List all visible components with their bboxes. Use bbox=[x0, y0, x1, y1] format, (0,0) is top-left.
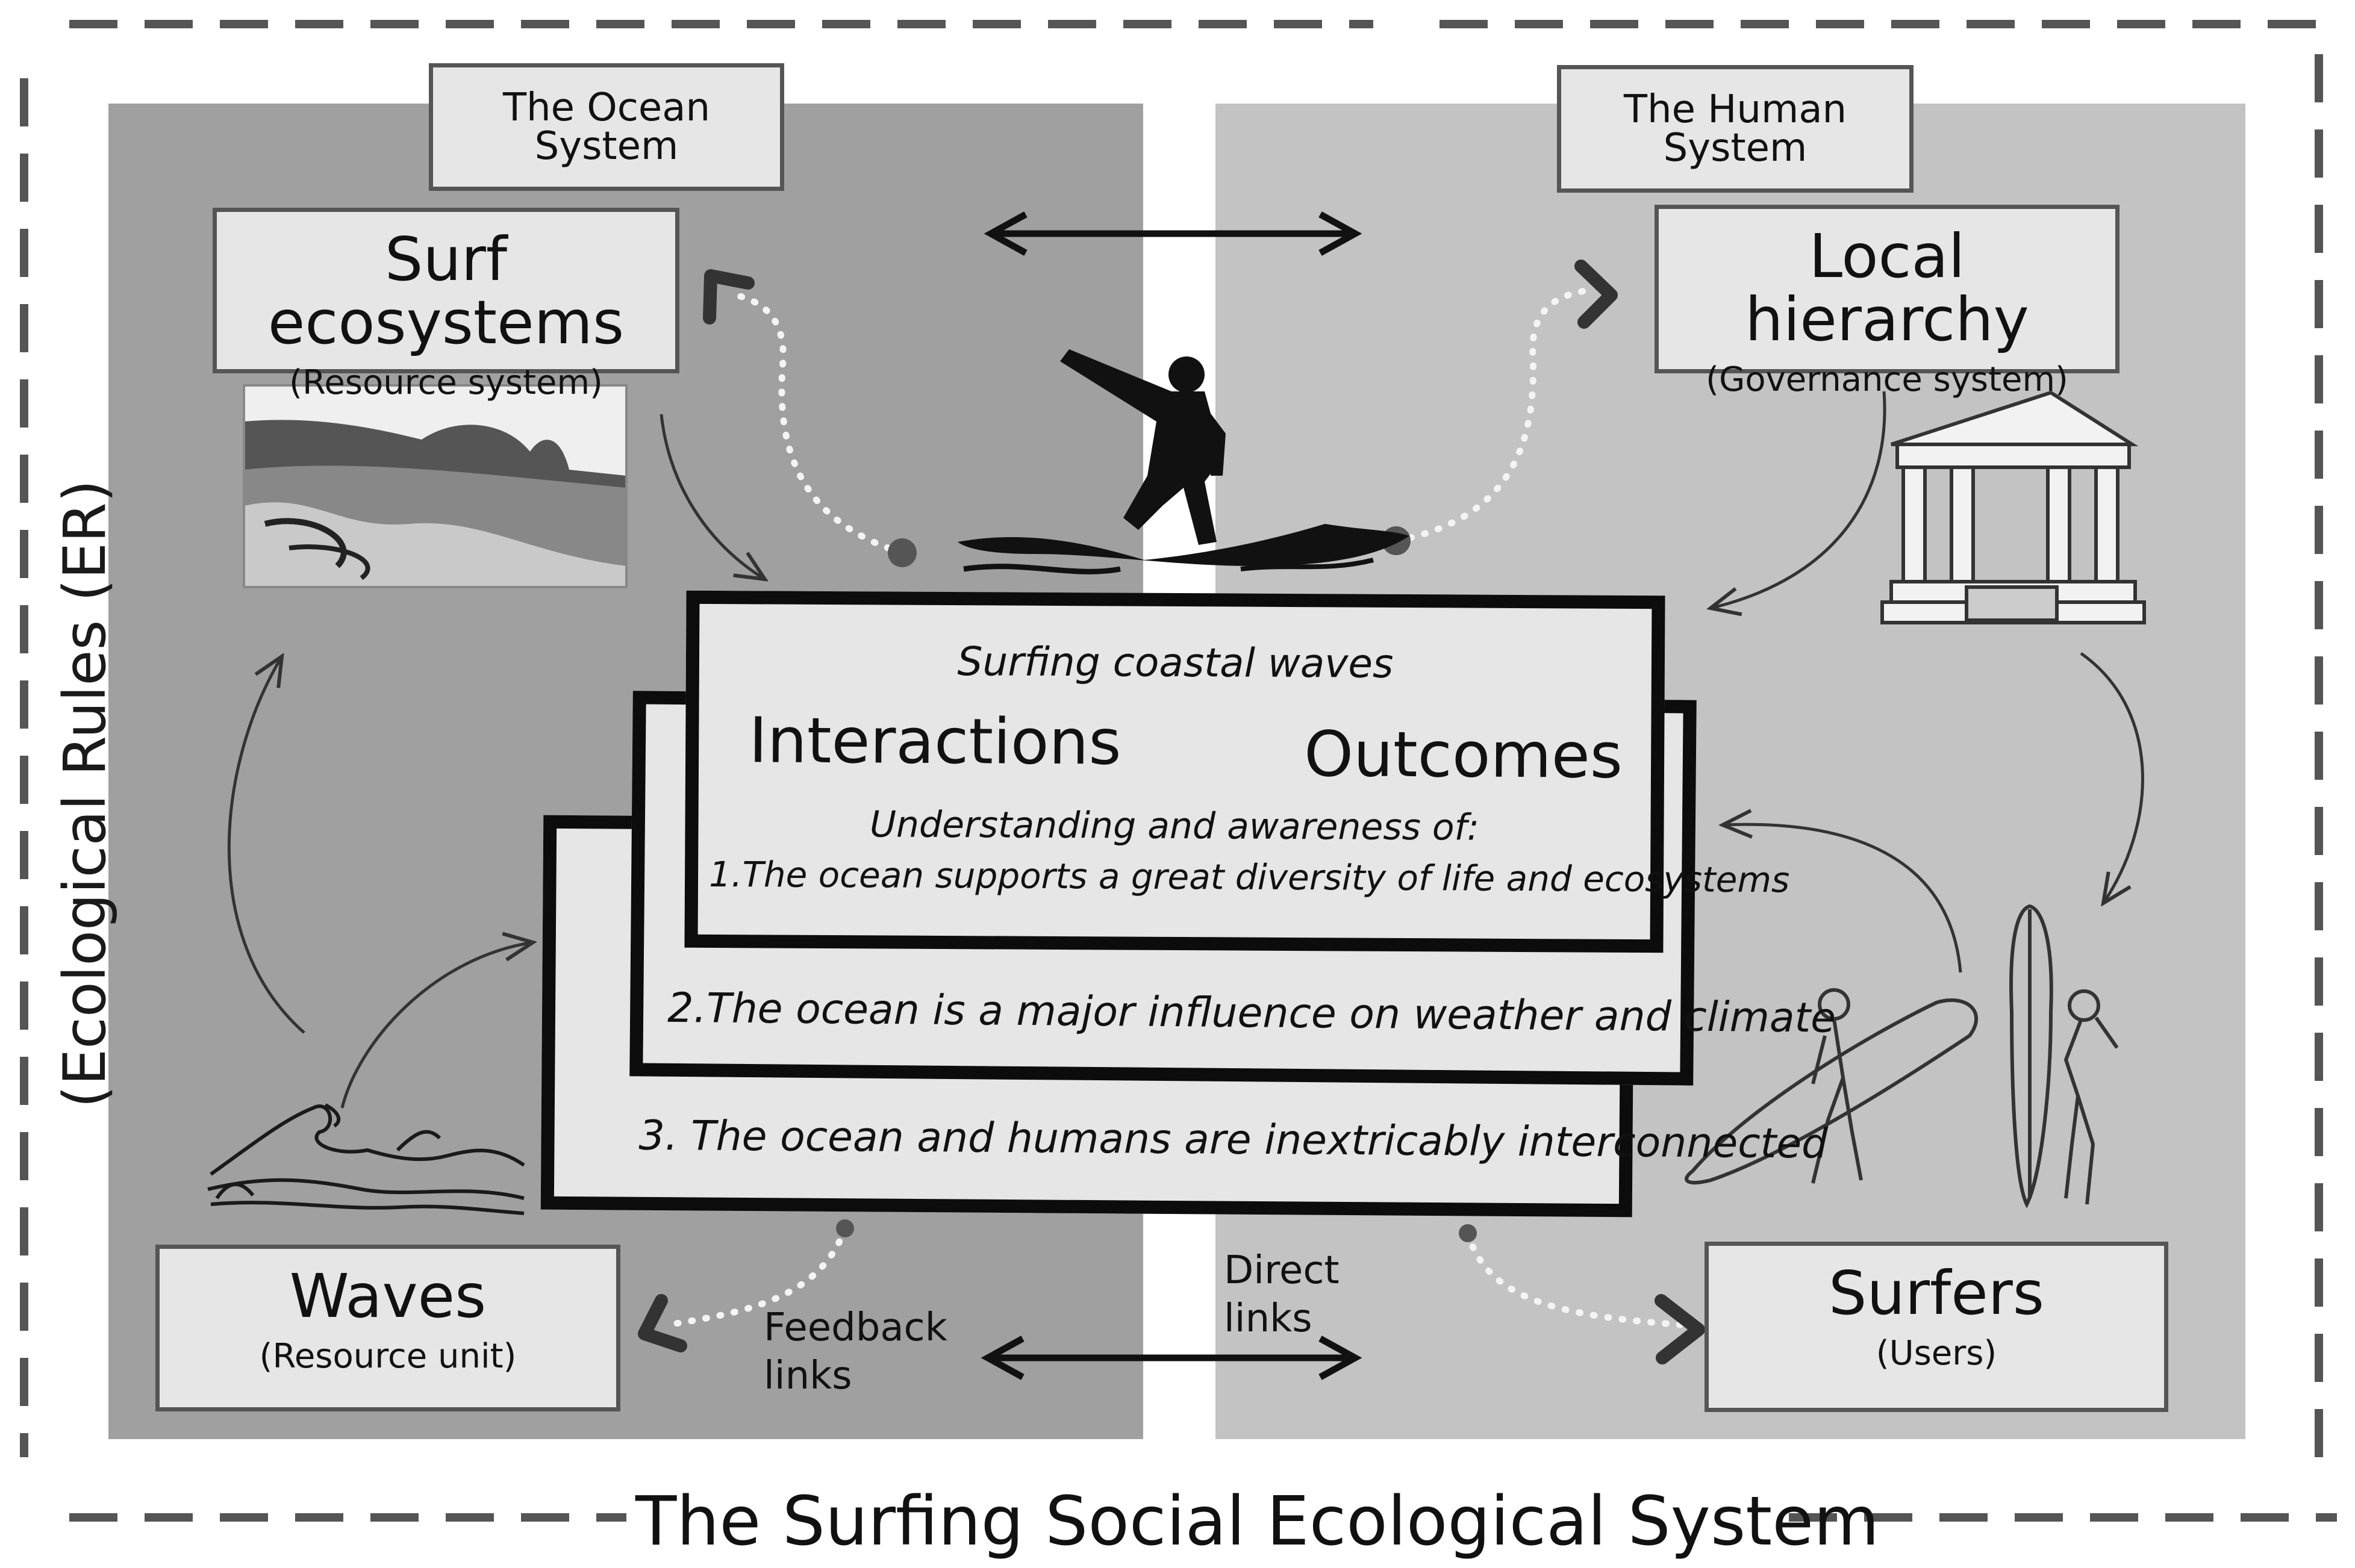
surfers-title: Surfers bbox=[1829, 1258, 2044, 1328]
ecological-rules-label: (Ecological Rules (ER) bbox=[51, 479, 119, 1108]
human-system-label: The Human System bbox=[1557, 65, 1914, 193]
coastline-photo-icon bbox=[243, 384, 628, 588]
feedback-links-line-1: Feedback bbox=[764, 1305, 947, 1350]
waves-subtitle: (Resource unit) bbox=[259, 1337, 517, 1376]
principle-1-text: 1.The ocean supports a great diversity o… bbox=[708, 853, 1790, 901]
interactions-label: Interactions bbox=[748, 703, 1121, 779]
waves-box: Waves (Resource unit) bbox=[155, 1245, 620, 1411]
diagram-title: The Surfing Social Ecological System bbox=[635, 1482, 1880, 1561]
ocean-waves-icon bbox=[207, 1103, 525, 1215]
direct-links-line-1: Direct bbox=[1224, 1248, 1340, 1293]
dotted-feedback-links bbox=[665, 287, 1684, 1328]
outer-dashed-frame bbox=[20, 20, 2337, 1522]
feedback-links-label: Feedback links bbox=[764, 1304, 947, 1400]
surfers-box: Surfers (Users) bbox=[1705, 1242, 2168, 1412]
principle-2-text: 2.The ocean is a major influence on weat… bbox=[667, 984, 1836, 1042]
principle-3-text: 3. The ocean and humans are inextricably… bbox=[638, 1112, 1828, 1168]
surfers-with-boards-icon bbox=[1685, 904, 2119, 1209]
government-building-icon bbox=[1880, 390, 2146, 624]
direct-links-label: Direct links bbox=[1224, 1246, 1340, 1343]
surfers-subtitle: (Users) bbox=[1876, 1334, 1997, 1373]
surfing-coastal-waves-heading: Surfing coastal waves bbox=[957, 638, 1394, 687]
direct-links-line-2: links bbox=[1224, 1296, 1312, 1341]
surfer-silhouette-icon bbox=[958, 349, 1409, 574]
local-hierarchy-subtitle: (Governance system) bbox=[1706, 360, 2068, 399]
main-outcomes-card: Surfing coastal waves Interactions Outco… bbox=[684, 590, 1789, 953]
feedback-links-line-2: links bbox=[764, 1354, 852, 1398]
surf-ecosystems-title: Surf ecosystems bbox=[267, 224, 625, 358]
waves-title: Waves bbox=[289, 1261, 487, 1331]
surf-ecosystems-box: Surf ecosystems (Resource system) bbox=[213, 208, 679, 402]
understanding-label: Understanding and awareness of: bbox=[869, 803, 1480, 849]
local-hierarchy-title: Local hierarchy bbox=[1745, 221, 2029, 355]
dotted-link-heads bbox=[638, 260, 1705, 1364]
outcomes-label: Outcomes bbox=[1303, 717, 1623, 792]
local-hierarchy-box: Local hierarchy (Governance system) bbox=[1655, 205, 2120, 399]
ocean-system-label: The Ocean System bbox=[429, 63, 784, 191]
surf-ecosystems-subtitle: (Resource system) bbox=[289, 363, 603, 402]
cycle-arrows bbox=[227, 391, 2144, 1109]
